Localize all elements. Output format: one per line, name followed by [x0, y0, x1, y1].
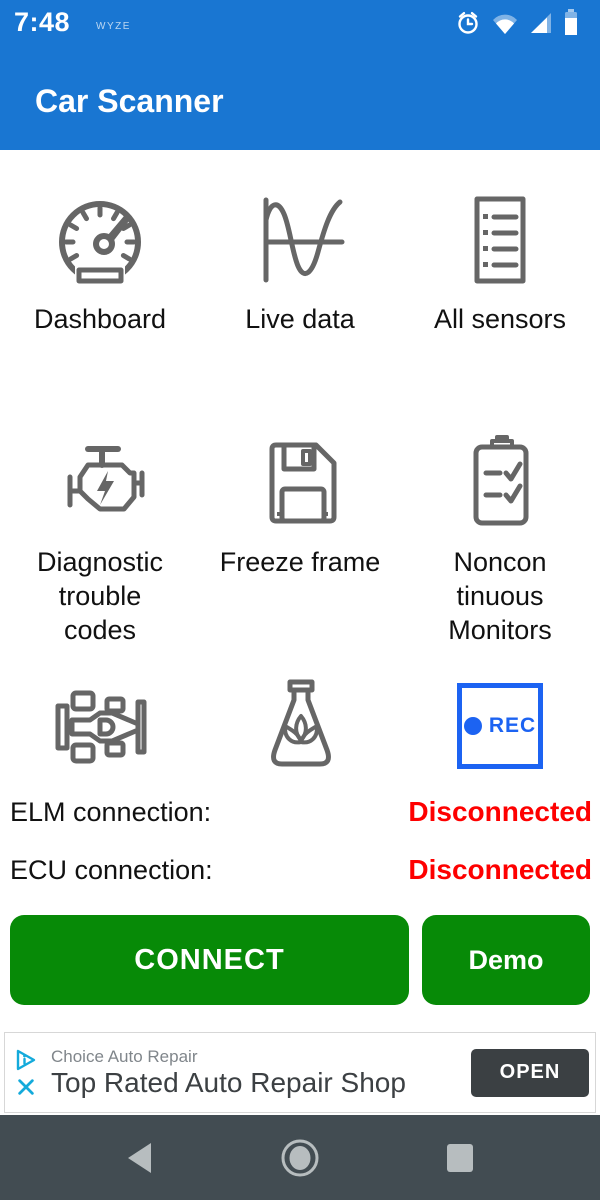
menu-item-recording[interactable]: REC [400, 676, 600, 776]
menu-row-1: Dashboard Live data [0, 190, 600, 433]
status-icons [455, 9, 578, 36]
menu-item-noncontinuous-monitors[interactable]: Noncon tinuous Monitors [400, 433, 600, 676]
recents-button[interactable] [436, 1134, 484, 1182]
menu-item-freeze-frame[interactable]: Freeze frame [200, 433, 400, 676]
recents-square-icon [447, 1143, 473, 1172]
menu-item-dashboard[interactable]: Dashboard [0, 190, 200, 433]
clipboard-checks-icon [440, 433, 560, 533]
menu-item-race[interactable] [0, 676, 200, 776]
race-car-icon [40, 676, 160, 776]
status-bar: 7:48 WYZE [0, 0, 600, 45]
floppy-disk-icon [240, 433, 360, 533]
elm-connection-label: ELM connection: [10, 797, 212, 827]
menu-grid: Dashboard Live data [0, 150, 600, 776]
menu-label: All sensors [433, 304, 567, 334]
adchoices-icon[interactable] [15, 1049, 37, 1071]
home-button[interactable] [276, 1134, 324, 1182]
elm-connection-row: ELM connection: Disconnected [0, 796, 600, 828]
ad-badges [7, 1038, 45, 1108]
elm-status-badge: Disconnected [408, 796, 592, 827]
ad-advertiser: Choice Auto Repair [51, 1046, 198, 1066]
demo-button[interactable]: Demo [422, 915, 590, 1005]
record-dot-icon [463, 717, 482, 735]
menu-label: Dashboard [33, 304, 167, 334]
home-circle-icon [281, 1139, 319, 1176]
clock-time: 7:48 [14, 7, 71, 37]
flask-icon [240, 676, 360, 776]
rec-tile: REC [457, 683, 543, 769]
ecu-connection-label: ECU connection: [10, 855, 213, 885]
battery-icon [565, 9, 577, 35]
action-buttons: CONNECT Demo [0, 915, 600, 1005]
back-triangle-icon [128, 1142, 151, 1173]
alarm-clock-icon [458, 11, 478, 34]
ad-text: Choice Auto Repair Top Rated Auto Repair… [51, 1047, 471, 1099]
back-button[interactable] [116, 1134, 164, 1182]
waveform-icon [240, 190, 360, 290]
android-nav-bar [0, 1115, 600, 1200]
ad-close-icon[interactable] [16, 1077, 36, 1097]
menu-item-diagnostic-trouble-codes[interactable]: Diagnostic trouble codes [0, 433, 200, 676]
menu-row-3: REC [0, 676, 600, 776]
ecu-connection-row: ECU connection: Disconnected [0, 854, 600, 886]
cellular-signal-icon [531, 12, 551, 33]
menu-item-all-sensors[interactable]: All sensors [400, 190, 600, 433]
ecu-status-badge: Disconnected [408, 854, 592, 885]
menu-label: Diagnostic trouble codes [36, 547, 164, 645]
ad-banner[interactable]: Choice Auto Repair Top Rated Auto Repair… [4, 1032, 596, 1113]
sensor-list-icon [440, 190, 560, 290]
connect-button[interactable]: CONNECT [10, 915, 409, 1005]
app-bar: Car Scanner [0, 45, 600, 150]
engine-icon [40, 433, 160, 533]
menu-label: Noncon tinuous Monitors [448, 547, 552, 645]
wifi-icon [493, 14, 517, 34]
menu-item-live-data[interactable]: Live data [200, 190, 400, 433]
menu-row-2: Diagnostic trouble codes Freeze frame [0, 433, 600, 676]
page-title: Car Scanner [35, 83, 224, 119]
ad-headline: Top Rated Auto Repair Shop [51, 1066, 406, 1098]
menu-label: Live data [245, 304, 355, 334]
ad-open-button[interactable]: OPEN [471, 1048, 589, 1097]
rec-label: REC [488, 714, 537, 737]
menu-label: Freeze frame [219, 547, 381, 577]
carrier-label: WYZE [96, 21, 131, 32]
rec-icon: REC [440, 676, 560, 776]
speedometer-icon [40, 190, 160, 290]
menu-item-experiments[interactable] [200, 676, 400, 776]
